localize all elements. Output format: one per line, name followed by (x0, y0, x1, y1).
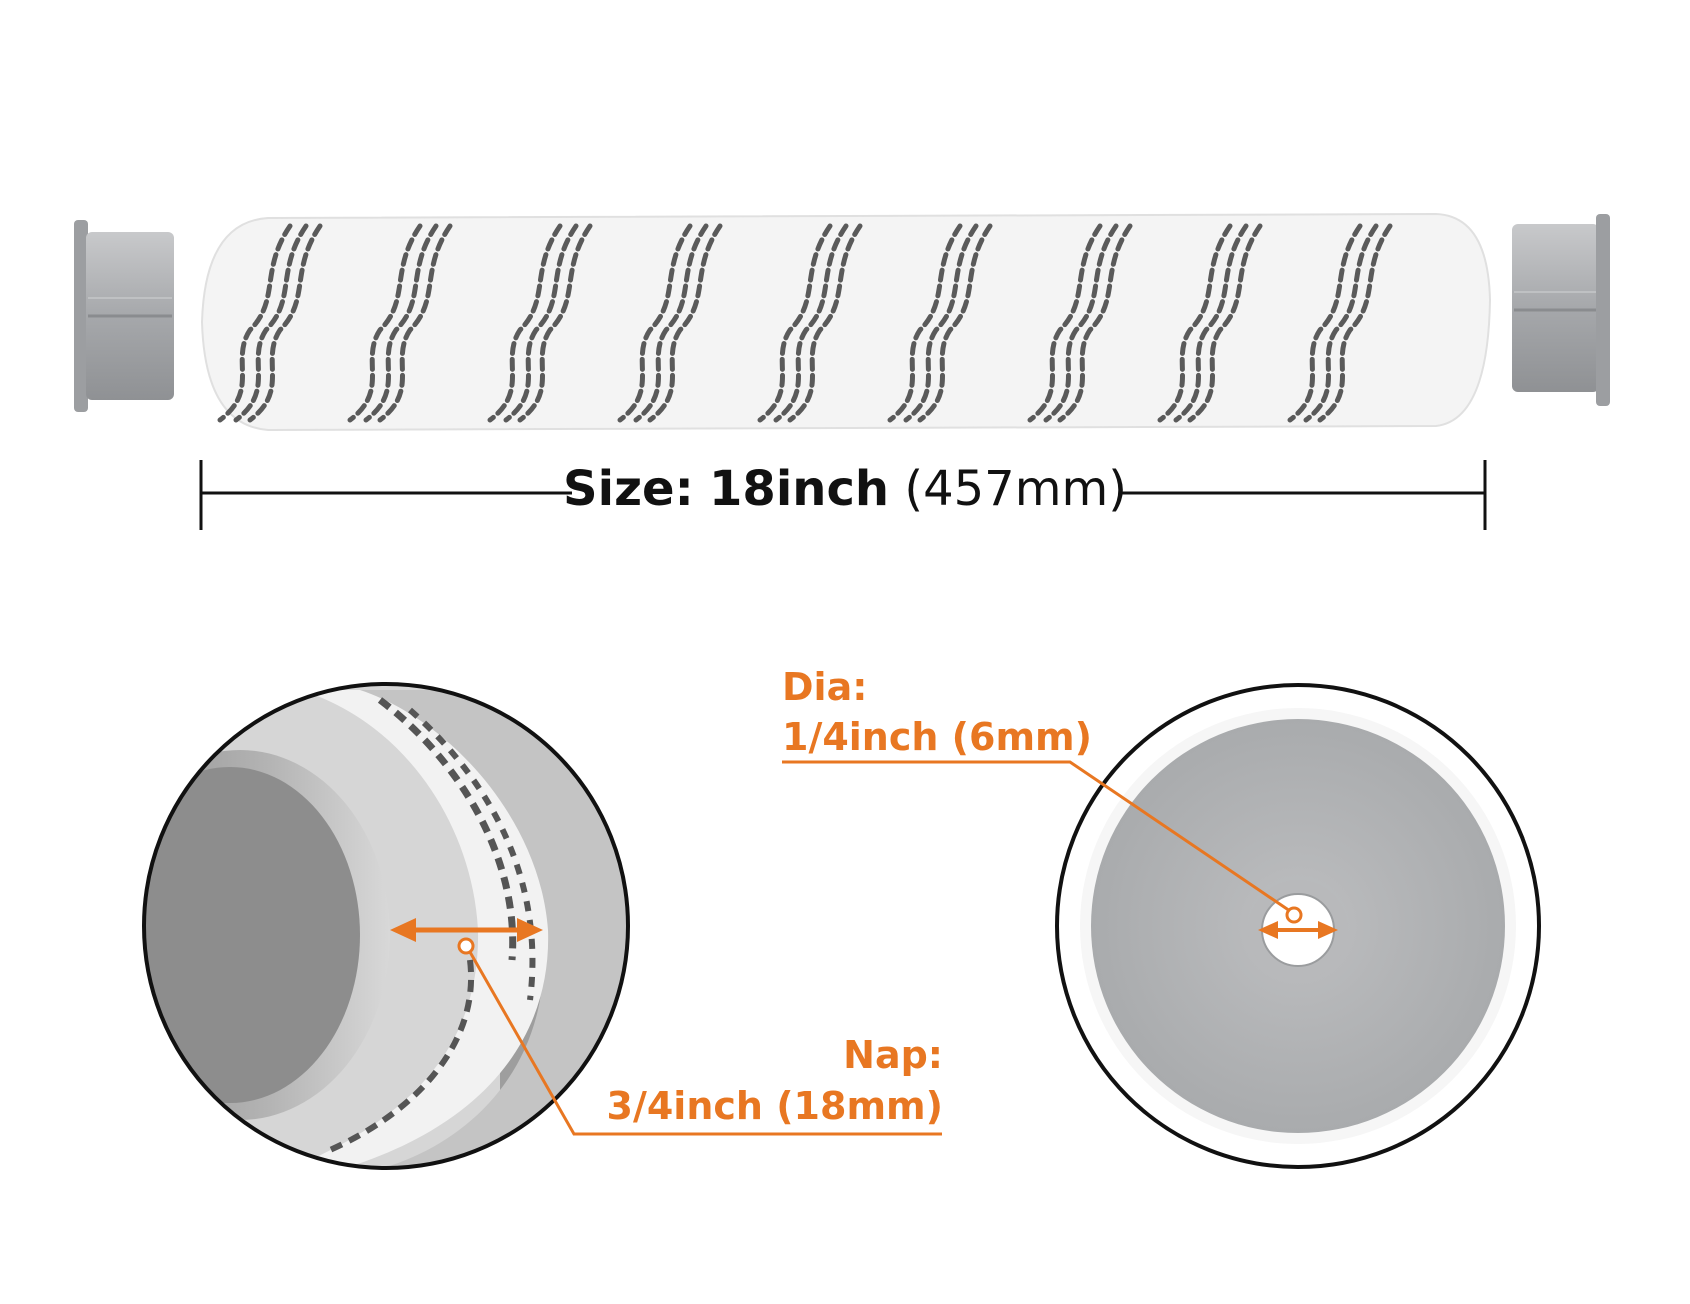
size-dimension-line (199, 460, 1487, 530)
roller-stripe (1057, 223, 1133, 423)
dia-measure-arrow (782, 760, 1338, 939)
roller-stripe (647, 223, 723, 423)
roller-stripe (1173, 223, 1249, 423)
roller-stripe (377, 223, 453, 423)
endcap-face-circle (1055, 683, 1541, 1169)
roller-stripe (887, 223, 963, 423)
roller-stripe (1187, 223, 1263, 423)
roller-stripe (773, 223, 849, 423)
roller-stripe (347, 223, 423, 423)
roller-stripe (487, 223, 563, 423)
size-value: 18inch (709, 461, 890, 517)
size-metric: (457mm) (904, 461, 1127, 517)
nap-title: Nap: (843, 1033, 943, 1077)
roller-stripe (217, 223, 293, 423)
size-label: Size: 18inch (457mm) (0, 465, 1690, 513)
roller-stripe (1317, 223, 1393, 423)
roller-stripe (633, 223, 709, 423)
roller-stripe (363, 223, 439, 423)
roller-stripe (247, 223, 323, 423)
roller-stripes (217, 223, 1393, 423)
nap-measure-arrow (390, 918, 942, 1136)
right-end-cap (1512, 214, 1610, 406)
roller-stripe (1303, 223, 1379, 423)
roller-stripe (1287, 223, 1363, 423)
roller-sleeve (200, 212, 1492, 432)
size-prefix: Size: (563, 461, 694, 517)
roller-stripe (903, 223, 979, 423)
roller-stripe (517, 223, 593, 423)
roller-stripe (617, 223, 693, 423)
roller-stripe (787, 223, 863, 423)
nap-value: 3/4inch (18mm) (606, 1084, 943, 1128)
roller-stripe (503, 223, 579, 423)
roller-stripe (1027, 223, 1103, 423)
dia-title: Dia: (782, 665, 868, 709)
nap-closeup-circle (142, 682, 630, 1170)
roller-stripe (1043, 223, 1119, 423)
roller-stripe (233, 223, 309, 423)
roller-stripe (917, 223, 993, 423)
roller-stripe (1157, 223, 1233, 423)
roller-stripe (757, 223, 833, 423)
dia-value: 1/4inch (6mm) (782, 715, 1093, 759)
left-end-cap (74, 220, 174, 412)
